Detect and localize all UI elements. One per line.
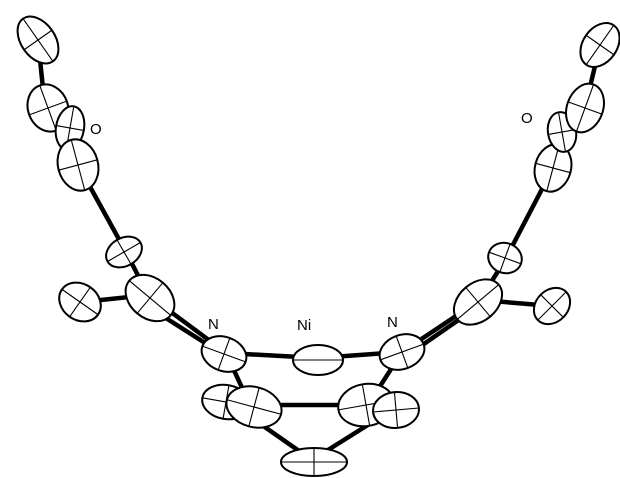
atom-ellipsoid [225, 385, 283, 429]
atom-ellipsoid [372, 390, 420, 430]
atom-ellipsoid [105, 235, 143, 269]
atom-ellipsoid-n-left [200, 335, 248, 373]
label-nitrogen-left: N [208, 316, 219, 333]
label-oxygen-left: O [90, 121, 102, 138]
label-oxygen-right: O [521, 110, 533, 127]
atom-ellipsoid [487, 241, 523, 275]
atom-ellipsoid [452, 278, 504, 326]
atoms [16, 15, 620, 477]
atom-ellipsoid-ni [292, 344, 344, 376]
label-nitrogen-right: N [387, 314, 398, 331]
atom-ellipsoid-n-right [378, 333, 426, 371]
atom-ellipsoid [565, 82, 605, 134]
label-nickel: Ni [297, 317, 311, 334]
atom-ellipsoid [56, 138, 100, 192]
atom-ellipsoid [532, 286, 572, 326]
atom-ellipsoid [579, 22, 620, 68]
atom-ellipsoid [124, 273, 176, 323]
atom-ellipsoid [280, 447, 348, 477]
atom-ellipsoid [58, 281, 102, 323]
atom-ellipsoid [16, 15, 60, 65]
atom-labels: O O N Ni N [90, 110, 533, 334]
